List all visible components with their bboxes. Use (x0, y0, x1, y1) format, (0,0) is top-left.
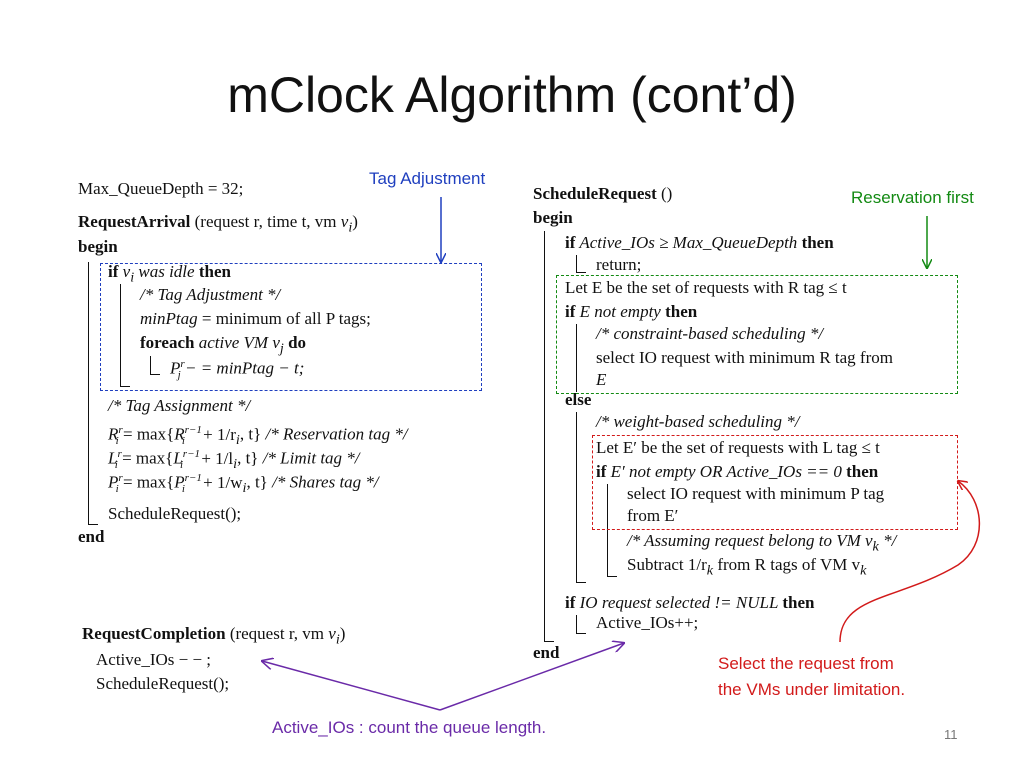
else-bar (576, 412, 577, 582)
let-e-prime-line: Let E′ be the set of requests with L tag… (596, 438, 880, 457)
completion-schedule-call: ScheduleRequest(); (96, 674, 230, 693)
active-ios-decrement: Active_IOs − − ; (96, 650, 212, 669)
let-e-line: Let E be the set of requests with R tag … (565, 278, 847, 297)
left-begin: begin (78, 237, 118, 256)
if-queue-full-line: if Active_IOs ≥ Max_QueueDepth then (565, 233, 834, 252)
page-number: 11 (944, 727, 958, 742)
right-outer-bar-foot (544, 641, 554, 642)
request-arrival-name: RequestArrival (78, 212, 191, 231)
select-request-label-line1: Select the request from (718, 654, 894, 673)
limit-tag-line: Lri = max{Lr−1i + 1/li, t} /* Limit tag … (108, 448, 360, 473)
if-e-not-empty-line: if E not empty then (565, 302, 698, 321)
else-line: else (565, 390, 592, 409)
reservation-tag-line: Rri = max{Rr−1i + 1/ri, t} /* Reservatio… (108, 424, 408, 449)
select-p-line: select IO request with minimum P tag (627, 484, 885, 503)
active-inc-bar-foot (576, 633, 586, 634)
active-inc-bar (576, 615, 577, 633)
tag-adjustment-label: Tag Adjustment (369, 169, 486, 188)
request-arrival-signature: RequestArrival (request r, time t, vm vi… (78, 212, 358, 236)
comment-weight: /* weight-based scheduling */ (596, 412, 800, 431)
right-begin: begin (533, 208, 573, 227)
return-line: return; (596, 255, 642, 274)
foreach-line: foreach active VM vj do (140, 333, 307, 357)
e-var-line: E (596, 370, 607, 389)
shares-tag-line: Pri = max{Pr−1i + 1/wi, t} /* Shares tag… (108, 472, 379, 497)
reservation-first-label: Reservation first (851, 188, 974, 207)
comment-constraint: /* constraint-based scheduling */ (596, 324, 824, 343)
slide-title: mClock Algorithm (cont’d) (227, 67, 797, 123)
right-end: end (533, 643, 560, 662)
comment-assuming: /* Assuming request belong to VM vk */ (627, 531, 897, 555)
max-queue-depth-line: Max_QueueDepth = 32; (78, 179, 244, 198)
minptag-line: minPtag = minimum of all P tags; (140, 309, 371, 328)
left-outer-bar-foot (88, 524, 98, 525)
subtract-line: Subtract 1/rk from R tags of VM vk (627, 555, 867, 579)
left-schedule-call: ScheduleRequest(); (108, 504, 242, 523)
active-ios-increment: Active_IOs++; (596, 613, 699, 632)
left-end: end (78, 527, 105, 546)
active-ios-arrow-right (439, 643, 624, 711)
request-completion-signature: RequestCompletion (request r, vm vi) (82, 624, 346, 648)
if-idle-bar (120, 284, 121, 386)
if-idle-bar-foot (120, 386, 130, 387)
ptag-update-line: Prj − = minPtag − t; (170, 358, 305, 382)
comment-tag-assignment: /* Tag Assignment */ (108, 396, 251, 415)
return-bar-foot (576, 272, 586, 273)
left-outer-bar (88, 262, 89, 524)
right-outer-bar (544, 231, 545, 641)
from-e-prime-line: from E′ (627, 506, 679, 525)
foreach-bar (150, 356, 151, 374)
comment-tag-adjustment: /* Tag Adjustment */ (140, 285, 281, 304)
limitation-box (592, 435, 958, 530)
foreach-bar-foot (150, 374, 160, 375)
weight-select-bar-foot (607, 576, 617, 577)
else-bar-foot (576, 582, 586, 583)
select-r-line: select IO request with minimum R tag fro… (596, 348, 893, 367)
if-e-prime-line: if E′ not empty OR Active_IOs == 0 then (596, 462, 879, 481)
weight-select-bar (607, 484, 608, 576)
if-idle-line: if vi was idle then (108, 262, 231, 286)
tag-adjustment-box (100, 263, 482, 391)
constraint-bar (576, 324, 577, 392)
reservation-first-box (556, 275, 958, 394)
active-ios-label: Active_IOs : count the queue length. (272, 718, 547, 737)
select-request-label-line2: the VMs under limitation. (718, 680, 906, 699)
active-ios-arrow-left (262, 661, 441, 711)
return-bar (576, 255, 577, 272)
schedule-request-signature: ScheduleRequest () (533, 184, 673, 203)
if-selected-line: if IO request selected != NULL then (565, 593, 815, 612)
